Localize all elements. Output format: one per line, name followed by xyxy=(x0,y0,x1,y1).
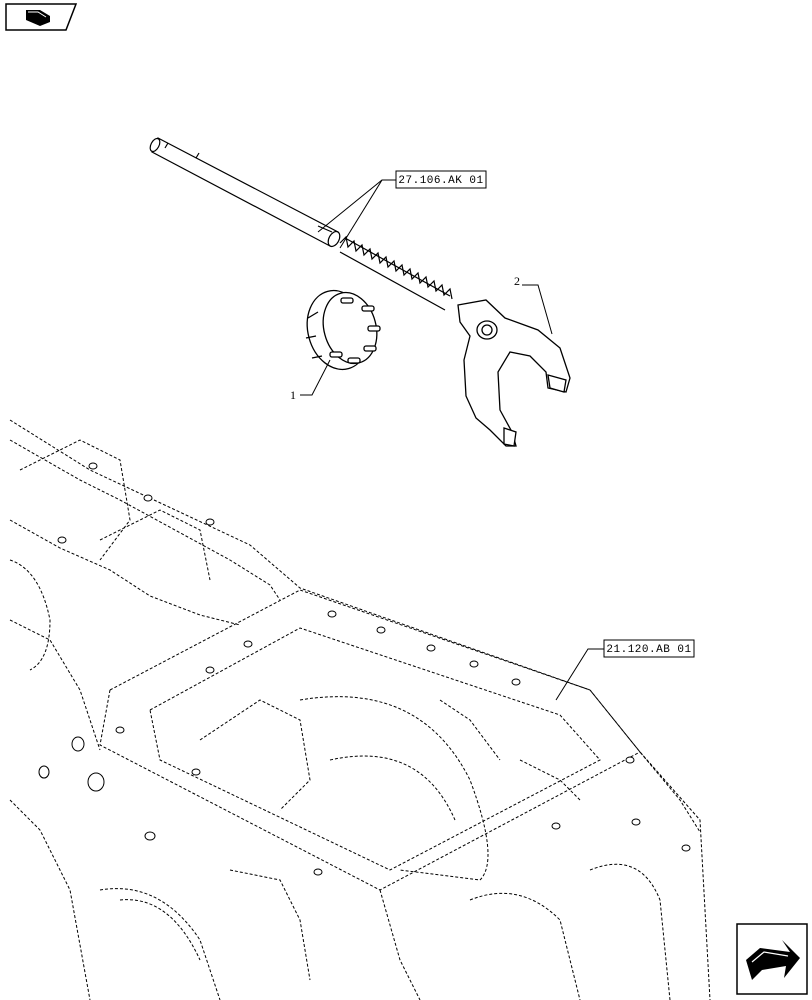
spring xyxy=(339,235,453,311)
next-page-arrow-icon[interactable] xyxy=(736,923,808,995)
reference-label-27-106[interactable]: 27.106.AK 01 xyxy=(395,170,487,189)
callout-1: 1 xyxy=(290,388,296,402)
housing-bolt-holes xyxy=(38,462,691,876)
transmission-housing xyxy=(9,419,711,1000)
shift-fork xyxy=(457,299,571,447)
reference-label-21-120-text: 21.120.AB 01 xyxy=(606,644,691,656)
callout-2: 2 xyxy=(514,274,520,288)
book-icon[interactable] xyxy=(5,3,78,31)
reference-label-27-106-text: 27.106.AK 01 xyxy=(398,175,483,187)
reference-label-21-120[interactable]: 21.120.AB 01 xyxy=(603,639,695,658)
leader-lines xyxy=(300,179,604,701)
shift-rod xyxy=(149,137,341,248)
coupling-sleeve xyxy=(305,289,381,371)
